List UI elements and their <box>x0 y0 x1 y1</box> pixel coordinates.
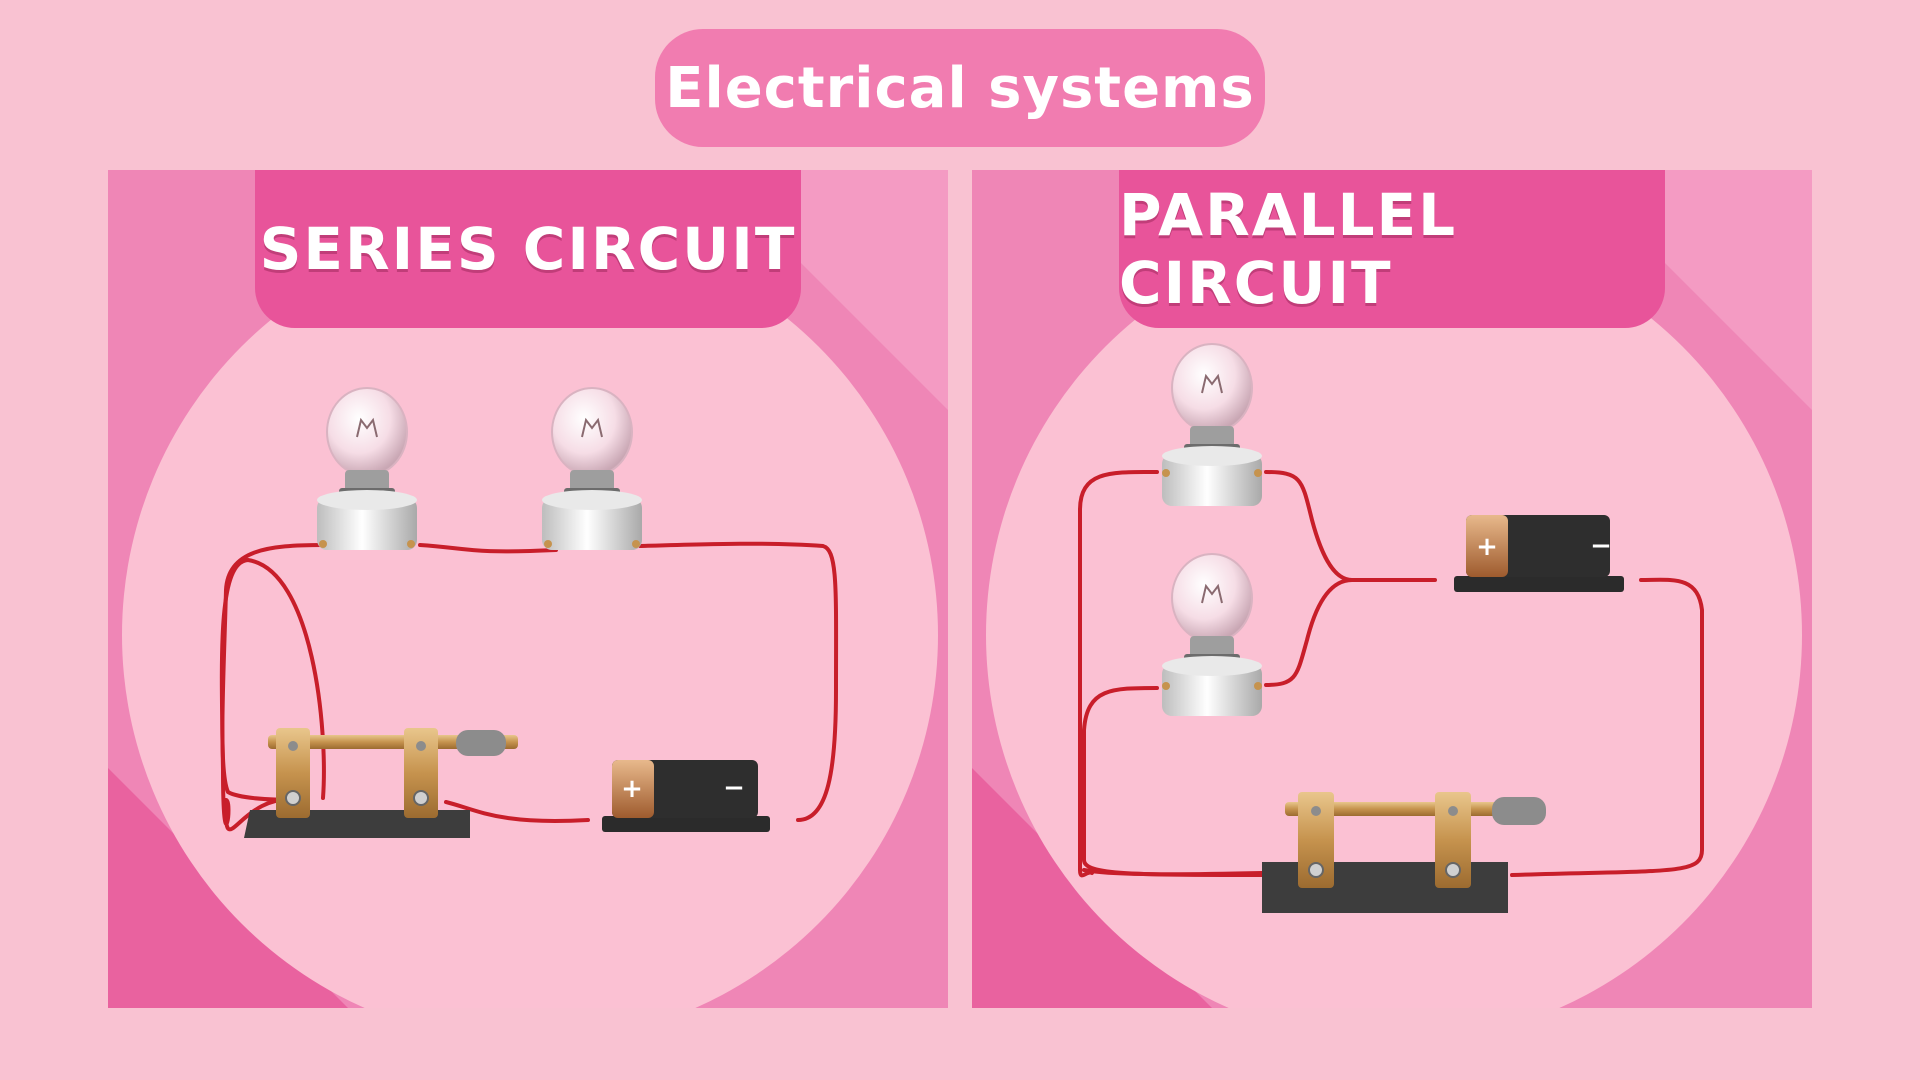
parallel-header-tab: PARALLEL CIRCUIT <box>1119 170 1665 328</box>
battery-plus-label: + <box>1476 532 1498 562</box>
knife-switch-icon <box>244 728 518 838</box>
series-header-tab: SERIES CIRCUIT <box>255 170 801 328</box>
battery-minus-label: − <box>1590 531 1612 561</box>
series-circuit-diagram: + − <box>108 170 948 1008</box>
page-title: Electrical systems <box>665 55 1255 121</box>
series-heading: SERIES CIRCUIT <box>259 215 797 283</box>
battery-minus-label: − <box>723 773 745 803</box>
battery-icon: + − <box>1454 515 1624 592</box>
parallel-heading: PARALLEL CIRCUIT <box>1119 181 1458 317</box>
light-bulb-icon <box>317 387 417 550</box>
light-bulb-icon <box>1162 553 1262 716</box>
title-pill: Electrical systems <box>655 29 1265 147</box>
light-bulb-icon <box>542 387 642 550</box>
battery-icon: + − <box>602 760 770 832</box>
wire <box>1078 469 1704 878</box>
wire <box>219 541 839 832</box>
light-bulb-icon <box>1162 343 1262 506</box>
parallel-circuit-panel: + − PARALLEL CIRCUIT <box>972 170 1812 1008</box>
knife-switch-icon <box>1262 792 1546 913</box>
series-circuit-panel: + − SERIES CIRCUIT <box>108 170 948 1008</box>
background-circle <box>122 227 938 1008</box>
battery-plus-label: + <box>621 774 643 804</box>
